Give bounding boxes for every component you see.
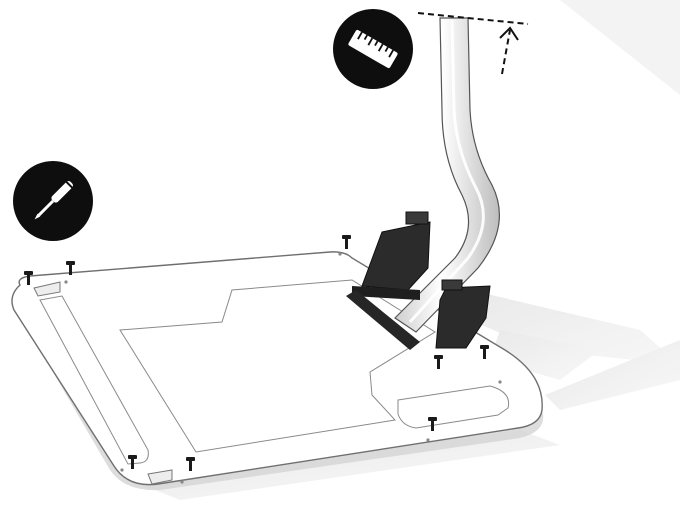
measure-arrow-shaft (502, 30, 510, 74)
screwdriver-badge (13, 161, 93, 241)
mounting-bracket-rear (352, 212, 430, 300)
ruler-badge (333, 9, 413, 89)
background-shade (560, 0, 680, 95)
measure-line-top (418, 13, 528, 24)
